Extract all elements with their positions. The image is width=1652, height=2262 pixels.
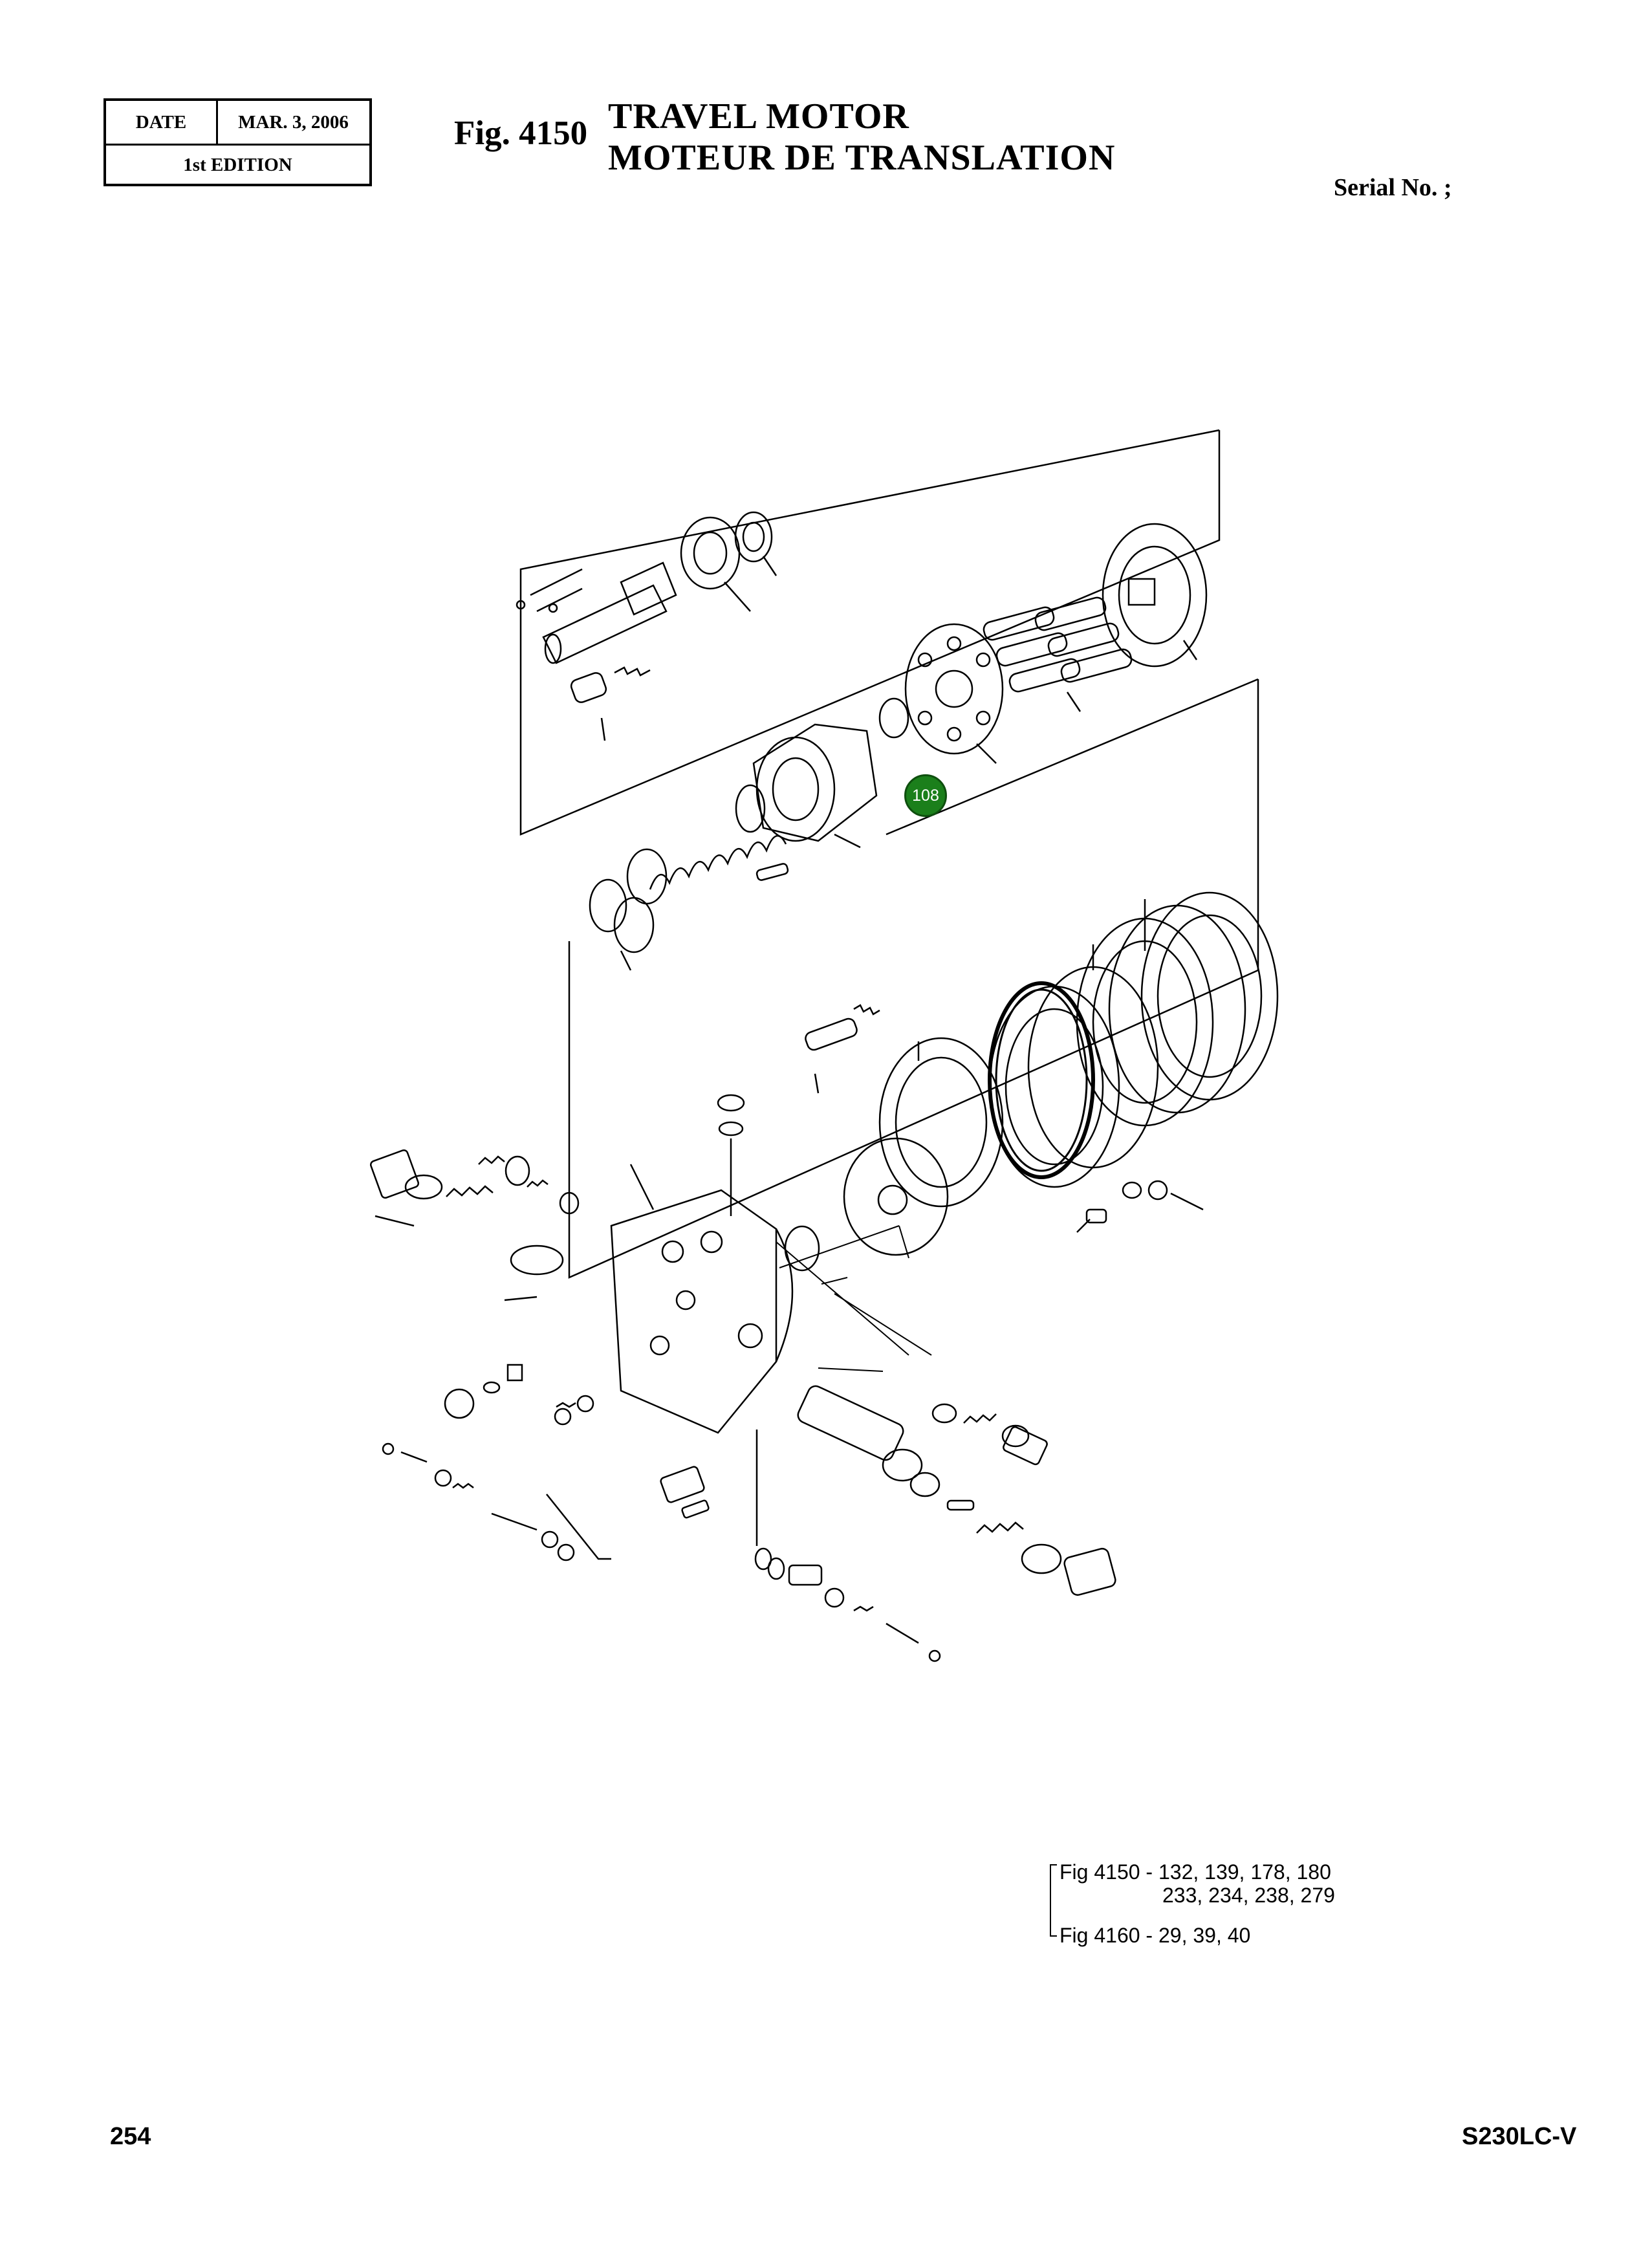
o-ring-large: [988, 981, 1095, 1179]
port-plate: [784, 1037, 1004, 1272]
spring-set: [589, 835, 789, 933]
relief-valve-left: [369, 1149, 580, 1301]
date-value: MAR. 3, 2006: [238, 111, 349, 133]
reference-line-1: Fig 4150 - 132, 139, 178, 180: [1060, 1860, 1331, 1884]
date-edition-box: DATE MAR. 3, 2006 1st EDITION: [103, 98, 372, 186]
reference-bracket: [1050, 1864, 1057, 1937]
spool-small: [805, 1004, 880, 1094]
pistons: [983, 596, 1133, 712]
relief-valve-right: [931, 1403, 1116, 1596]
plug-top: [717, 1094, 745, 1216]
title-french: MOTEUR DE TRANSLATION: [608, 138, 1116, 178]
title-english: TRAVEL MOTOR: [608, 96, 909, 136]
leader-lines: [776, 1225, 932, 1372]
poppet-left: [382, 1442, 611, 1561]
swash-plate: [1102, 523, 1208, 668]
part-callout-108[interactable]: 108: [904, 774, 947, 817]
edition-label: 1st EDITION: [183, 154, 292, 175]
reference-line-3: Fig 4160 - 29, 39, 40: [1060, 1924, 1251, 1947]
bearing: [680, 511, 777, 612]
date-row: DATE MAR. 3, 2006: [106, 101, 369, 146]
figure-number: Fig. 4150: [454, 114, 588, 152]
serial-number-label: Serial No. ;: [1334, 174, 1452, 201]
model-number: S230LC-V: [1462, 2123, 1577, 2150]
brake-discs: [988, 891, 1279, 1188]
retainer-plate: [878, 623, 1004, 764]
check-valve-left: [444, 1364, 594, 1426]
small-fittings-right: [1076, 1180, 1204, 1233]
pin-and-spring: [570, 666, 651, 741]
bolt-and-pin: [660, 1466, 710, 1519]
snap-ring: [613, 897, 655, 971]
page-number: 254: [110, 2123, 151, 2150]
check-valve-bottom: [754, 1430, 941, 1662]
spool-large: [797, 1385, 975, 1511]
cylinder-block: [735, 723, 878, 849]
motor-housing: [610, 1164, 794, 1434]
reference-line-2: 233, 234, 238, 279: [1162, 1884, 1335, 1907]
date-label: DATE: [106, 101, 218, 144]
drive-shaft: [516, 561, 677, 664]
upper-assembly-outline: [519, 429, 1259, 1279]
